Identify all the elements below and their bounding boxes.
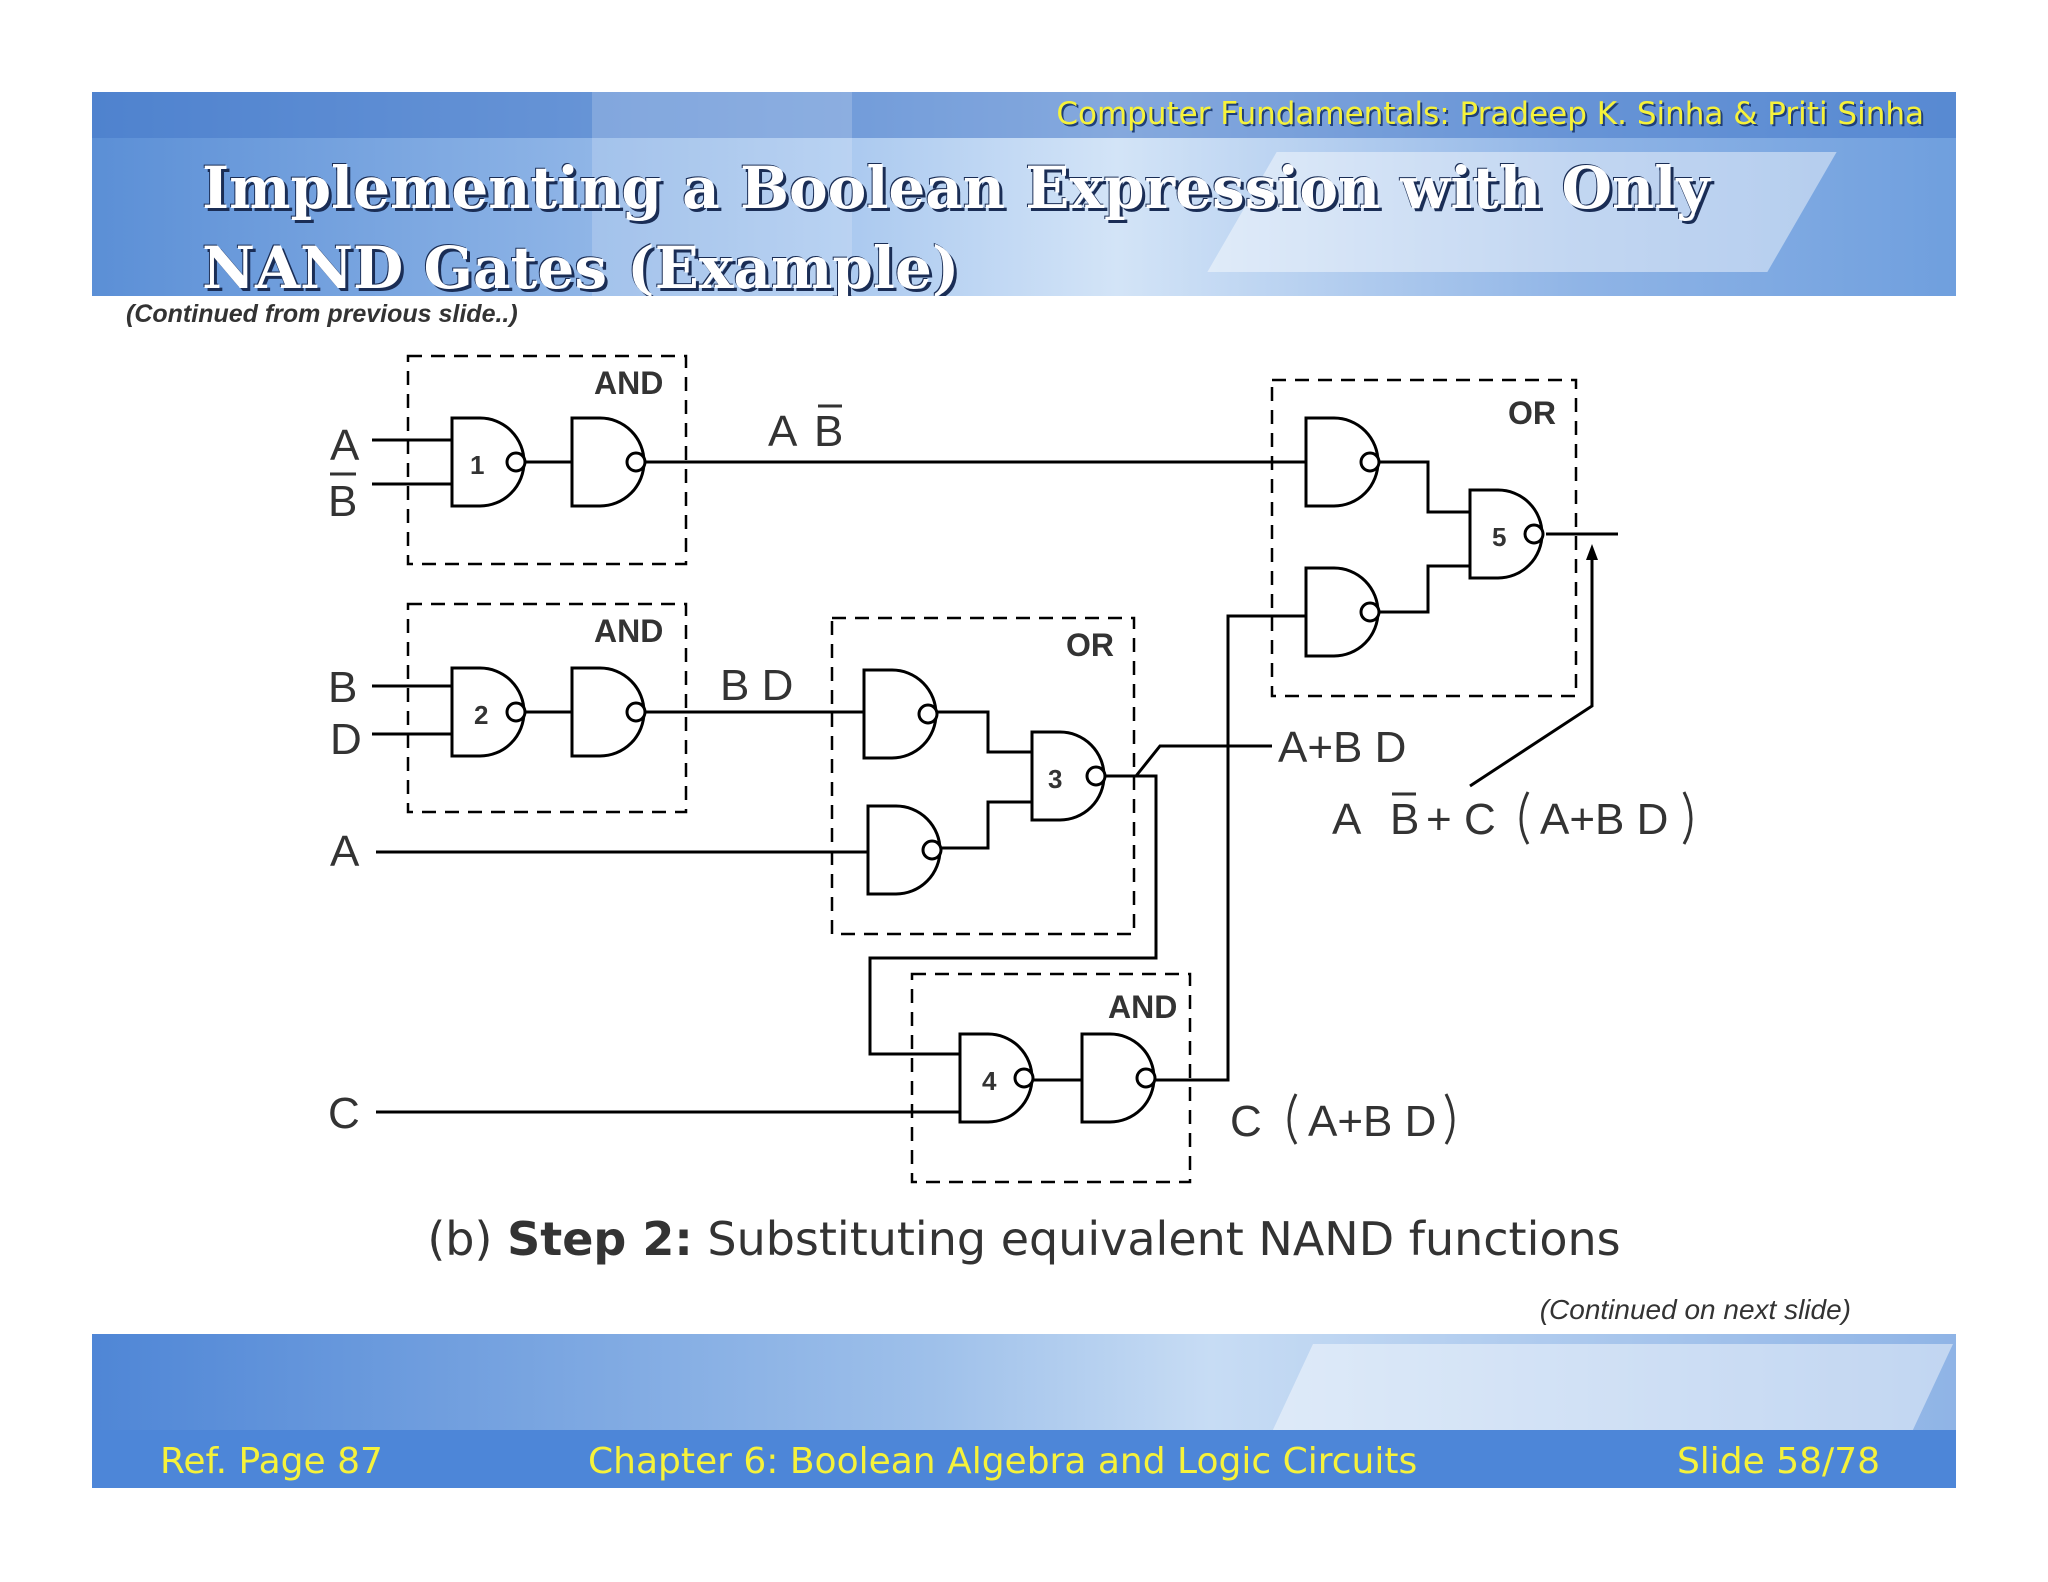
nand-gate-3 bbox=[1030, 730, 1107, 822]
paren-left bbox=[1287, 1093, 1298, 1145]
gate-number-1: 1 bbox=[470, 450, 484, 480]
paren-right bbox=[1682, 791, 1693, 845]
footer-ref-page: Ref. Page 87 bbox=[160, 1441, 383, 1482]
input-label-a2: A bbox=[330, 827, 360, 876]
group-box-and1 bbox=[406, 354, 688, 566]
nand-gate-or3-bottom bbox=[866, 804, 943, 896]
output-c: C bbox=[1464, 795, 1496, 844]
slide-title: Implementing a Boolean Expression with O… bbox=[202, 148, 1956, 296]
group-label-and2: AND bbox=[594, 613, 663, 649]
signal-b-bar: B bbox=[814, 407, 843, 456]
header-strip bbox=[92, 92, 1956, 138]
output-b-bar: B bbox=[1390, 795, 1419, 844]
signal-c-inner: A+B D bbox=[1308, 1097, 1436, 1146]
group-box-or5 bbox=[1270, 378, 1578, 698]
nand-gate-or5-bottom bbox=[1304, 566, 1381, 658]
output-plus: + bbox=[1426, 795, 1452, 844]
group-box-and4 bbox=[910, 972, 1192, 1184]
output-a: A bbox=[1332, 795, 1362, 844]
title-line-2: NAND Gates (Example) bbox=[202, 234, 960, 296]
nand-gate-1b bbox=[570, 416, 647, 508]
footer-decoration bbox=[1271, 1344, 1953, 1434]
group-label-and4: AND bbox=[1108, 989, 1177, 1025]
header-banner: Computer Fundamentals: Pradeep K. Sinha … bbox=[92, 92, 1956, 296]
signal-a: A bbox=[768, 407, 798, 456]
signal-a-plus-bd: A+B D bbox=[1278, 723, 1406, 772]
group-box-and2 bbox=[406, 602, 688, 814]
signal-c: C bbox=[1230, 1097, 1262, 1146]
caption-text: Substituting equivalent NAND functions bbox=[707, 1212, 1621, 1266]
nand-gate-2b bbox=[570, 666, 647, 758]
group-label-or5: OR bbox=[1508, 395, 1556, 431]
group-label-and1: AND bbox=[594, 365, 663, 401]
input-label-d: D bbox=[330, 715, 362, 764]
input-label-a: A bbox=[330, 421, 360, 470]
paren-right bbox=[1444, 1093, 1455, 1145]
caption-prefix: (b) bbox=[427, 1212, 493, 1266]
nand-gate-4b bbox=[1080, 1032, 1157, 1124]
nand-gate-or3-top bbox=[862, 668, 939, 760]
nand-gate-1a bbox=[450, 416, 527, 508]
footer-slide-number: Slide 58/78 bbox=[1676, 1441, 1880, 1482]
gate-number-4: 4 bbox=[982, 1066, 997, 1096]
footer-chapter: Chapter 6: Boolean Algebra and Logic Cir… bbox=[588, 1441, 1418, 1482]
gate-number-2: 2 bbox=[474, 700, 488, 730]
continued-from-note: (Continued from previous slide..) bbox=[126, 300, 518, 328]
gate-number-5: 5 bbox=[1492, 522, 1506, 552]
nand-gate-5 bbox=[1468, 488, 1545, 580]
nand-gate-or5-top bbox=[1304, 416, 1381, 508]
footer-bar bbox=[92, 1430, 1956, 1488]
figure-caption: (b) Step 2: Substituting equivalent NAND… bbox=[0, 1212, 2048, 1266]
title-line-1: Implementing a Boolean Expression with O… bbox=[202, 154, 1710, 222]
input-label-b: B bbox=[328, 663, 357, 712]
gate-number-3: 3 bbox=[1048, 764, 1062, 794]
input-label-b-bar: B bbox=[328, 477, 357, 526]
group-label-or3: OR bbox=[1066, 627, 1114, 663]
signal-bd: B D bbox=[720, 661, 793, 710]
input-label-c: C bbox=[328, 1089, 360, 1138]
caption-step: Step 2: bbox=[507, 1212, 693, 1266]
paren-left bbox=[1519, 791, 1530, 845]
nand-gate-4a bbox=[958, 1032, 1035, 1124]
source-credit: Computer Fundamentals: Pradeep K. Sinha … bbox=[1056, 96, 1924, 132]
continued-next-note: (Continued on next slide) bbox=[1539, 1294, 1851, 1325]
banner-decoration bbox=[592, 92, 852, 296]
footer-banner: Ref. Page 87 Chapter 6: Boolean Algebra … bbox=[92, 1334, 1956, 1488]
output-inner: A+B D bbox=[1540, 795, 1668, 844]
nand-gate-2a bbox=[450, 666, 527, 758]
